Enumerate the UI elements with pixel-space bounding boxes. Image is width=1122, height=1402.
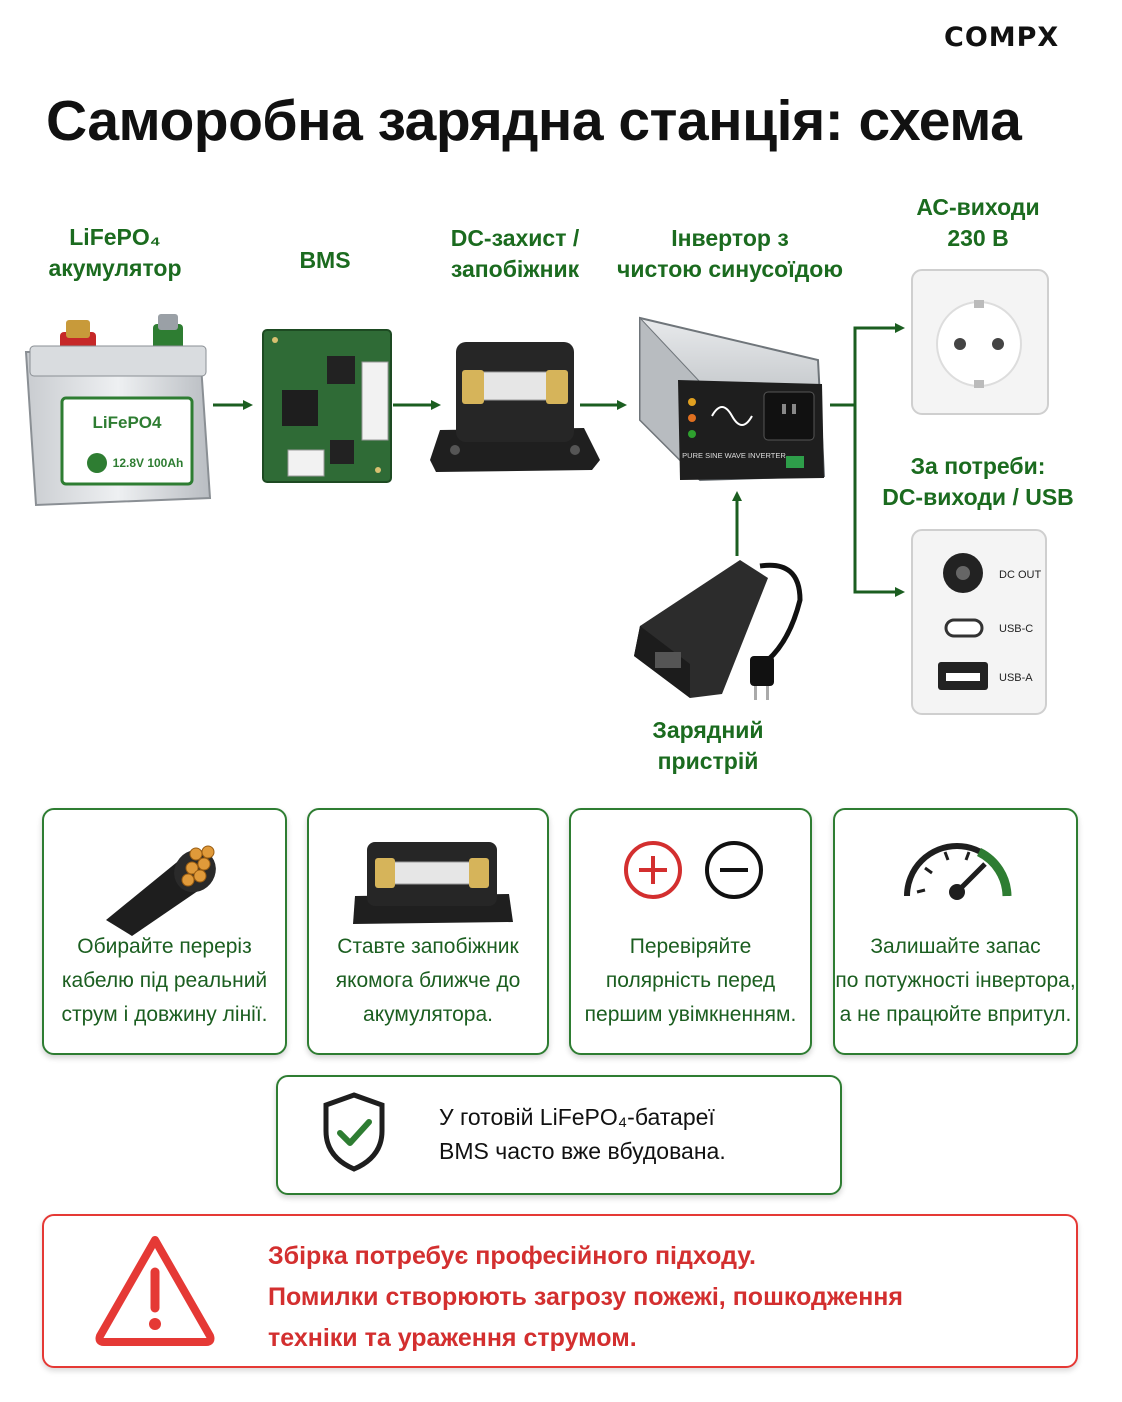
ac-outputs-label: АС-виходи 230 В <box>916 194 1040 251</box>
tip-card-gauge: Залишайте запас по потужності інвертора,… <box>833 808 1078 1055</box>
fuse-label: DC-захист / запобіжник <box>450 225 580 282</box>
usb-c-label: USB-C <box>999 623 1033 635</box>
warning-icon <box>95 1236 215 1346</box>
bms-note-text: У готовій LiFePO₄-батареї BMS часто вже … <box>439 1104 726 1164</box>
warning-text: Збірка потребує професійного підходу. По… <box>268 1242 903 1352</box>
tip-card-fuse: Ставте запобіжник якомога ближче до акум… <box>307 808 549 1055</box>
tip-card-cable: Обирайте переріз кабелю під реальний стр… <box>42 808 287 1055</box>
wiring-diagram: LiFePO4 12.8V 100Ah PURE SINE WAVE INVER… <box>24 269 1049 715</box>
tip-text: Ставте запобіжник якомога ближче до акум… <box>335 935 521 1026</box>
tip-text: Обирайте переріз кабелю під реальний стр… <box>61 935 268 1026</box>
polarity-icon <box>624 841 763 899</box>
fuse-icon <box>353 842 513 924</box>
inverter-label: Інвертор з чистою синусоїдою <box>617 225 843 282</box>
shield-check-icon <box>323 1092 385 1172</box>
bms-note-card: У готовій LiFePO₄-батареї BMS часто вже … <box>276 1075 842 1195</box>
ac-socket-image <box>911 269 1049 415</box>
dc-out-label: DC OUT <box>999 569 1041 581</box>
dc-outputs-label: За потреби: DC-виходи / USB <box>882 453 1074 510</box>
tip-card-polarity: Перевіряйте полярність перед першим увім… <box>569 808 812 1055</box>
usb-a-label: USB-A <box>999 672 1033 684</box>
inverter-caption: PURE SINE WAVE INVERTER <box>682 451 786 460</box>
wiring-arrows <box>213 323 905 597</box>
cable-icon <box>106 845 216 936</box>
warning-box: Збірка потребує професійного підходу. По… <box>42 1214 1078 1368</box>
dc-usb-panel-image: DC OUT USB-C USB-A <box>911 529 1047 715</box>
battery-face-spec: 12.8V 100Ah <box>113 456 184 470</box>
bms-label: BMS <box>299 247 351 273</box>
fuse-holder-image <box>430 342 600 472</box>
battery-label: LiFePO₄ акумулятор <box>48 224 182 281</box>
tip-text: Залишайте запас по потужності інвертора,… <box>835 935 1076 1026</box>
tip-text: Перевіряйте полярність перед першим увім… <box>584 935 797 1026</box>
battery-image: LiFePO4 12.8V 100Ah <box>24 314 212 507</box>
battery-face-title: LiFePO4 <box>93 413 163 432</box>
page-title: Саморобна зарядна станція: схема <box>46 89 1022 153</box>
charger-image <box>634 560 803 700</box>
gauge-icon <box>904 843 1012 900</box>
inverter-image: PURE SINE WAVE INVERTER <box>639 316 826 482</box>
charger-label: Зарядний пристрій <box>652 717 764 774</box>
bms-board-image <box>262 329 392 483</box>
compx-logo: COMPX <box>944 22 1060 53</box>
